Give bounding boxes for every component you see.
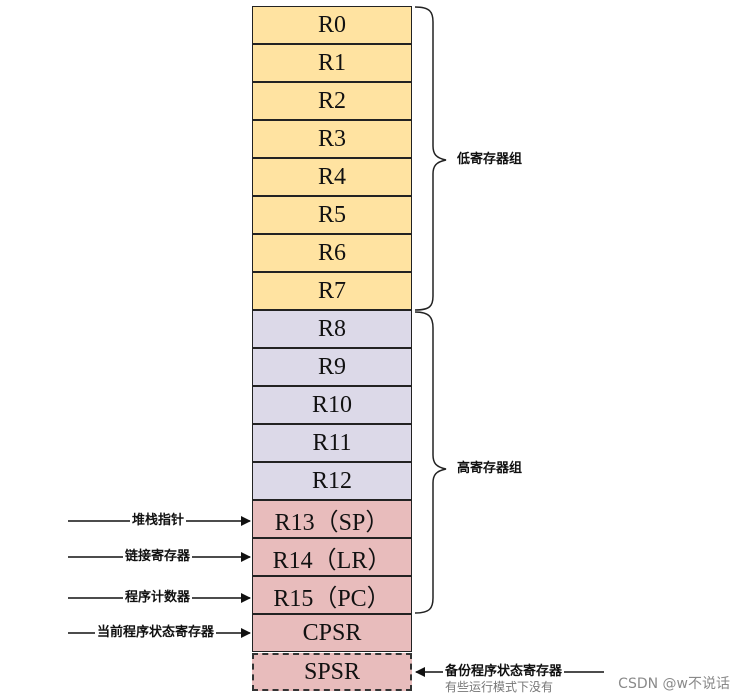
- register-r10: R10: [252, 386, 412, 424]
- register-r1: R1: [252, 44, 412, 82]
- register-r4: R4: [252, 158, 412, 196]
- register-r2: R2: [252, 82, 412, 120]
- register-cpsr: CPSR: [252, 614, 412, 652]
- register-r15-pc: R15（PC）: [252, 576, 412, 614]
- spsr-label: 备份程序状态寄存器: [443, 664, 565, 680]
- lr-label: 链接寄存器: [123, 549, 193, 565]
- cpsr-label: 当前程序状态寄存器: [95, 625, 217, 641]
- register-r9: R9: [252, 348, 412, 386]
- high-group-label: 高寄存器组: [455, 461, 525, 477]
- register-r14-lr: R14（LR）: [252, 538, 412, 576]
- watermark: CSDN @w不说话: [618, 676, 730, 692]
- high-group-brace: [414, 311, 447, 614]
- register-spsr: SPSR: [252, 653, 412, 691]
- register-r0: R0: [252, 6, 412, 44]
- register-r5: R5: [252, 196, 412, 234]
- spsr-note: 有些运行模式下没有: [445, 680, 554, 694]
- register-r3: R3: [252, 120, 412, 158]
- register-r12: R12: [252, 462, 412, 500]
- low-group-brace: [414, 6, 447, 311]
- pc-label: 程序计数器: [123, 590, 193, 606]
- register-r8: R8: [252, 310, 412, 348]
- register-r13-sp: R13（SP）: [252, 500, 412, 538]
- sp-label: 堆栈指针: [130, 513, 187, 529]
- register-r11: R11: [252, 424, 412, 462]
- low-group-label: 低寄存器组: [455, 152, 525, 168]
- register-r7: R7: [252, 272, 412, 310]
- register-r6: R6: [252, 234, 412, 272]
